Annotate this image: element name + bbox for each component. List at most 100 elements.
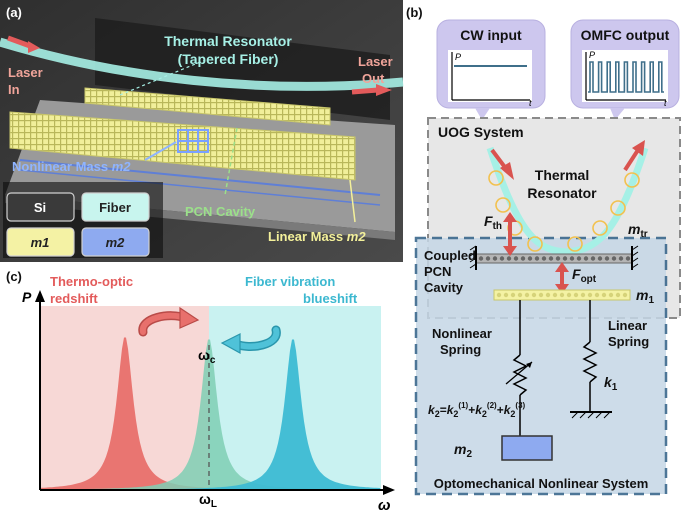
material-legend: Si Fiber m1 m2 (3, 182, 163, 258)
pcn-hole (527, 256, 533, 261)
laser-out-label-1: Laser (358, 54, 393, 69)
pcn-hole (485, 256, 491, 261)
fopt-arrowhead-up (555, 262, 569, 272)
omfc-p-label: P (589, 50, 595, 60)
m1-hole (510, 292, 516, 298)
m1-hole (587, 292, 593, 298)
omfc-t-label: t (664, 98, 667, 108)
pcn-holes (478, 256, 631, 261)
thermo-optic-label-1: Thermo-optic (50, 274, 133, 289)
panel-a: (a) Thermal Resonator (Tapered Fiber) La… (0, 0, 404, 262)
m1-hole (622, 292, 628, 298)
pcn-hole (597, 256, 603, 261)
m1-hole (594, 292, 600, 298)
blue-line-1 (19, 159, 381, 196)
legend-fiber-label: Fiber (99, 200, 131, 215)
legend-m1-swatch (6, 227, 75, 257)
fth-arrowhead-up (503, 212, 517, 222)
omega-l-label: ωL (199, 491, 217, 510)
m1-hole (524, 292, 530, 298)
m2-label: m2 (454, 441, 472, 460)
m1-label: m1 (636, 287, 654, 306)
pcn-hole (569, 256, 575, 261)
omega-c-label: ωc (198, 347, 216, 366)
m1-hole (503, 292, 509, 298)
m1-hole (517, 292, 523, 298)
beam-m1 (84, 87, 331, 126)
thermo-optic-label-2: redshift (50, 291, 98, 306)
m1-hole (566, 292, 572, 298)
pcn-hole (562, 256, 568, 261)
panel-c: (c) P ω ωL ωc Thermo-optic redshift Fibe… (6, 269, 395, 512)
nonlinear-mass-label: Nonlinear Mass m2 (12, 159, 131, 174)
pcn-hole (576, 256, 582, 261)
y-axis-label: P (22, 289, 32, 305)
m1-hole (573, 292, 579, 298)
fopt-arrowhead-down (555, 284, 569, 294)
laser-in-arrowhead (28, 41, 40, 53)
pcn-hole (548, 256, 554, 261)
linear-label: Linear (608, 318, 647, 333)
pcn-hole (478, 256, 484, 261)
m1-hole (496, 292, 502, 298)
cavity-label: Cavity (424, 280, 464, 295)
nonlinear-spring-arrowhead (526, 362, 532, 368)
pcn-hole (506, 256, 512, 261)
dark-block (95, 18, 390, 120)
linear-spring-coil (582, 341, 598, 383)
linear-spring-label: Spring (608, 334, 649, 349)
thermal-resonator-label-1: Thermal (535, 167, 589, 183)
output-arrowhead (632, 140, 645, 156)
m1-hole (559, 292, 565, 298)
fth-arrowhead-down (503, 246, 517, 256)
m1-hole (552, 292, 558, 298)
legend-m1-label: m1 (31, 235, 50, 250)
x-axis-arrow (383, 485, 395, 495)
linear-mass-m2 (9, 111, 356, 181)
laser-out-arrow (351, 87, 379, 95)
m1-hole (615, 292, 621, 298)
m1-hole (545, 292, 551, 298)
pcn-cavity-label: PCN Cavity (185, 204, 256, 219)
m1-holes (496, 292, 628, 298)
laser-in-label-2: In (8, 82, 20, 97)
pcn-hole (618, 256, 624, 261)
pcn-hole (499, 256, 505, 261)
legend-fiber-swatch (81, 192, 150, 222)
pcn-hole (583, 256, 589, 261)
laser-out-label-2: Out (362, 71, 385, 86)
linear-mass-pointer (349, 179, 356, 223)
nonlinear-spring-coil (512, 354, 528, 396)
laser-out-arrowhead (376, 84, 392, 96)
thermal-resonator-title: Thermal Resonator (164, 33, 292, 49)
laser-in-arrow (7, 35, 31, 49)
tapered-fiber (0, 37, 404, 91)
nonlinear-spring-label: Spring (440, 342, 481, 357)
k2-expression: k2=k2(1)+k2(2)+k2(3) (428, 401, 526, 419)
pcn-hole (604, 256, 610, 261)
cw-input-title: CW input (460, 27, 522, 43)
blue-lorentzian (40, 339, 381, 490)
m1-hole (531, 292, 537, 298)
cw-p-label: P (455, 52, 461, 62)
pcn-hole (492, 256, 498, 261)
pcn-hole (611, 256, 617, 261)
omfc-output-bubble: OMFC output P t (570, 19, 680, 120)
nonlinear-system-label: Optomechanical Nonlinear System (434, 476, 649, 491)
center-lorentzian (40, 339, 381, 490)
pcn-hole (513, 256, 519, 261)
pcn-pointer (224, 127, 238, 196)
input-arrowhead (500, 162, 514, 180)
uog-system-label: UOG System (438, 124, 524, 140)
cw-input-bubble: CW input P t (436, 19, 546, 120)
k1-label: k1 (604, 374, 618, 393)
legend-si-swatch (6, 192, 75, 222)
nonlinear-mass-grid (177, 129, 209, 153)
m1-hole (580, 292, 586, 298)
panel-b: (b) CW input P t OMFC output P t (406, 5, 681, 496)
red-lorentzian (40, 337, 381, 490)
panel-b-label: (b) (406, 5, 423, 20)
pcn-hole (555, 256, 561, 261)
anchor-hatch (469, 245, 639, 269)
red-arrowhead (179, 306, 200, 329)
